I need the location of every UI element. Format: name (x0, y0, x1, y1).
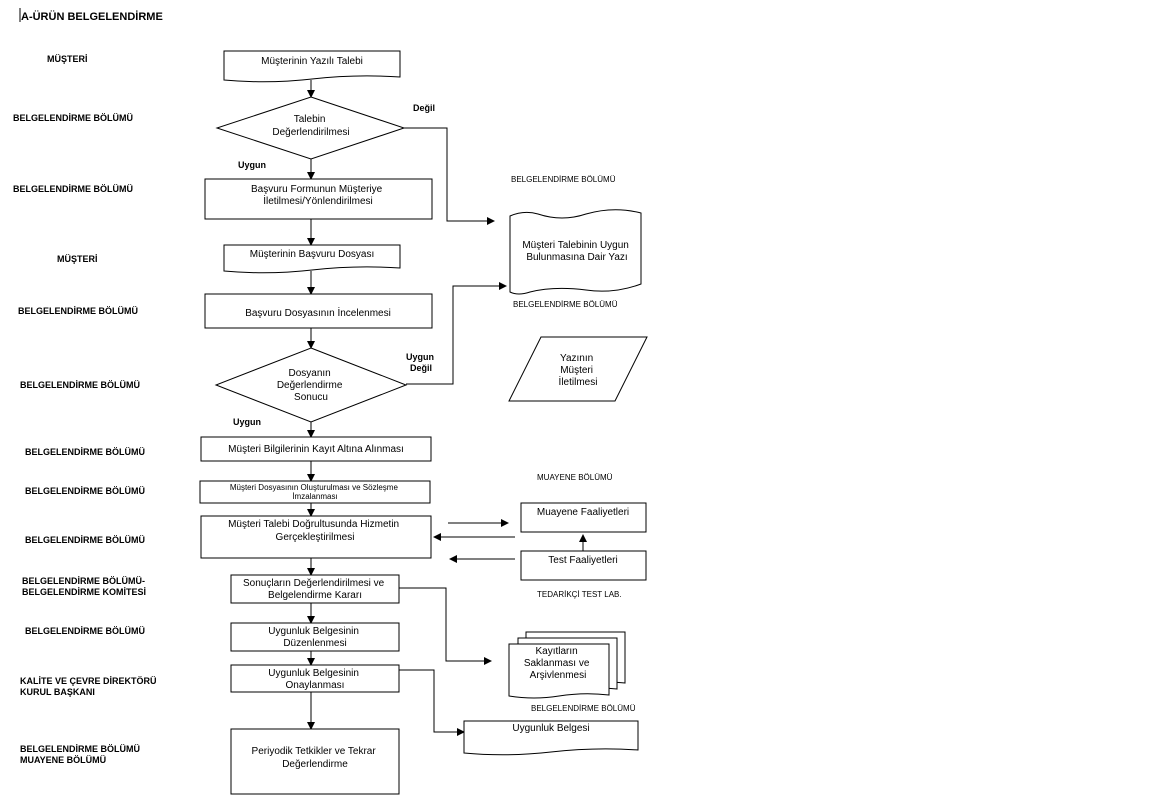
page-title: A-ÜRÜN BELGELENDİRME (21, 10, 163, 23)
side-label: MUAYENE BÖLÜMÜ (537, 473, 613, 482)
svg-text:Dosyanın Değerlendirme: Dosyanın Değerlendirme Sonucu (277, 368, 345, 403)
step-result-decision (214, 347, 408, 423)
lane-label: MÜŞTERİ (57, 254, 98, 264)
lane-label: BELGELENDİRME BÖLÜMÜ (13, 184, 133, 194)
svg-text:Müşterinin Başvuru Dosyası: Müşterinin Başvuru Dosyası (250, 249, 375, 260)
step-review (204, 293, 433, 329)
step-evaluate-decision (215, 96, 406, 160)
lane-label: BELGELENDİRME BÖLÜMÜ (25, 535, 145, 545)
svg-text:Uygunluk Belgesinin Onayla: Uygunluk Belgesinin Onaylanması (268, 668, 361, 691)
lane-label: BELGELENDİRME BÖLÜMÜ- BELGELENDİRME KOMİ… (22, 576, 148, 597)
svg-text:Müşteri Bilgilerinin Kayıt Alt: Müşteri Bilgilerinin Kayıt Altına Alınma… (228, 444, 404, 455)
svg-text:Muayene Faaliyetleri: Muayene Faaliyetleri (537, 507, 629, 518)
svg-text:Kayıtların Saklanması ve: Kayıtların Saklanması ve Arşivlenmesi (524, 646, 592, 681)
side-label: BELGELENDİRME BÖLÜMÜ (513, 300, 618, 309)
side-label: TEDARİKÇİ TEST LAB. (537, 590, 622, 599)
step-forward (204, 178, 433, 220)
side-archive (508, 631, 626, 699)
edge-label-ok-not: Uygun (406, 352, 434, 362)
svg-text:Periyodik Tetkikler ve Tekrar: Periyodik Tetkikler ve Tekrar Değerlendi… (252, 746, 379, 770)
lane-label: BELGELENDİRME BÖLÜMÜ (20, 380, 140, 390)
lane-label: BELGELENDİRME BÖLÜMÜ (25, 486, 145, 496)
svg-text:Müşteri Talebinin Uygun Bu: Müşteri Talebinin Uygun Bulunmasına Dair… (522, 240, 631, 263)
lane-label: BELGELENDİRME BÖLÜMÜ MUAYENE BÖLÜMÜ (20, 744, 143, 765)
edge-label-not-ok: Değil (413, 103, 435, 113)
svg-text:Talebin Değerlendirilmesi: Talebin Değerlendirilmesi (272, 114, 349, 138)
step-prepare (230, 622, 400, 652)
svg-text:Başvuru Formunun Müşteriye: Başvuru Formunun Müşteriye İletilmesi/Yö… (251, 184, 385, 207)
lane-label: BELGELENDİRME BÖLÜMÜ (25, 447, 145, 457)
step-file (223, 244, 401, 274)
lane-labels: MÜŞTERİ BELGELENDİRME BÖLÜMÜ BELGELENDİR… (13, 54, 159, 765)
side-letter-document (509, 209, 642, 295)
svg-text:Müşteri Dosyasının Oluşturulma: Müşteri Dosyasının Oluşturulması ve Sözl… (230, 483, 400, 501)
step-service (200, 515, 432, 559)
step-request (223, 50, 401, 83)
side-label: BELGELENDİRME BÖLÜMÜ (531, 704, 636, 713)
svg-text:Test Faaliyetleri: Test Faaliyetleri (548, 555, 617, 566)
lane-label: KALİTE VE ÇEVRE DİREKTÖRÜ KURUL BAŞKANI (20, 676, 159, 697)
edge-label-ok: Uygun (233, 417, 261, 427)
svg-text:Sonuçların Değerlendirilmesi v: Sonuçların Değerlendirilmesi ve Belgelen… (243, 578, 387, 601)
side-test (520, 550, 647, 581)
svg-text:Yazının Müşteri İletil: Yazının Müşteri İletilmesi (559, 353, 598, 388)
side-inspection (520, 502, 647, 533)
step-periodic (230, 728, 400, 795)
side-notify (508, 336, 648, 402)
lane-label: BELGELENDİRME BÖLÜMÜ (25, 626, 145, 636)
svg-text:Müşterinin Yazılı Talebi: Müşterinin Yazılı Talebi (261, 56, 363, 67)
connectors (307, 80, 587, 736)
lane-label: MÜŞTERİ (47, 54, 88, 64)
edge-label-ok: Uygun (238, 160, 266, 170)
step-approve (230, 664, 400, 693)
step-contract (199, 480, 431, 504)
svg-text:Uygunluk Belgesinin Düzenl: Uygunluk Belgesinin Düzenlenmesi (268, 626, 361, 649)
step-record (200, 436, 432, 462)
lane-label: BELGELENDİRME BÖLÜMÜ (13, 113, 133, 123)
side-label: BELGELENDİRME BÖLÜMÜ (511, 175, 616, 184)
svg-text:Müşteri Talebi Doğrultusunda H: Müşteri Talebi Doğrultusunda Hizmetin Ge… (228, 519, 402, 543)
svg-text:Başvuru Dosyasının İncelenmesi: Başvuru Dosyasının İncelenmesi (245, 306, 391, 319)
lane-label: BELGELENDİRME BÖLÜMÜ (18, 306, 138, 316)
side-certificate (463, 720, 639, 756)
edge-label-ok-not: Değil (410, 363, 432, 373)
step-decision (230, 574, 400, 604)
svg-text:Uygunluk Belgesi: Uygunluk Belgesi (512, 723, 589, 734)
